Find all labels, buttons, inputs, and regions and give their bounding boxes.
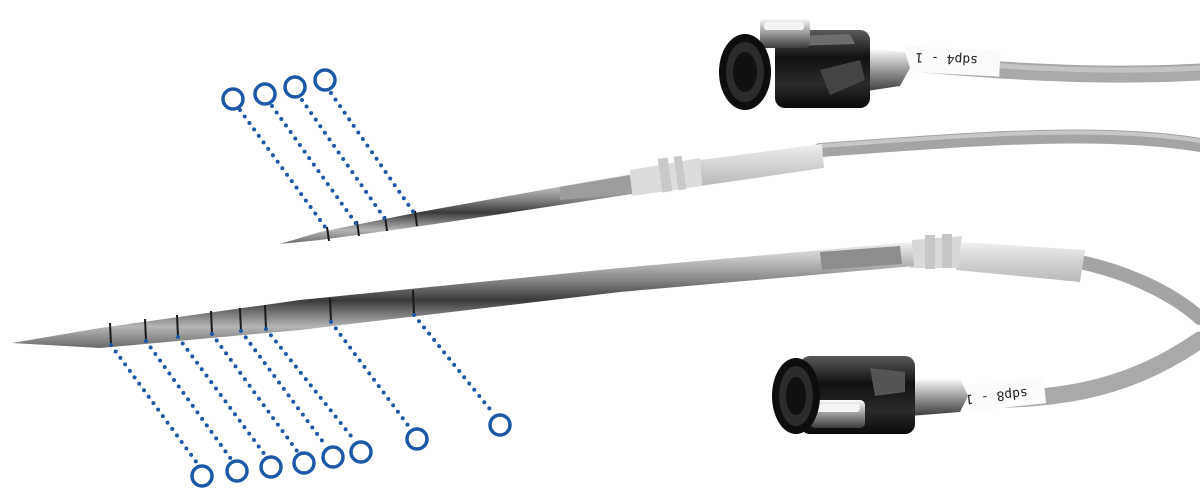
upper-connector: [719, 18, 910, 110]
lower-connector: [772, 356, 968, 434]
callout-lower-1: [109, 343, 214, 488]
callout-lower-6: [264, 327, 373, 464]
callout-lower-5: [239, 329, 345, 469]
callout-lower-8: [412, 313, 512, 437]
upper-connector-label: sdp4 - 1: [915, 49, 978, 67]
callout-lower-3: [176, 335, 283, 479]
upper-contact-callouts: [221, 68, 416, 233]
callout-lower-4: [210, 332, 316, 475]
lower-connector-label: sdp8 - 1: [965, 385, 1029, 406]
callout-lower-2: [144, 339, 249, 483]
callout-upper-1: [221, 87, 330, 233]
callout-upper-2: [253, 82, 359, 227]
lower-cable: sdp8 - 1: [951, 331, 1200, 413]
callout-upper-3: [283, 75, 387, 221]
lower-electrode: [12, 234, 1200, 348]
upper-cable: sdp4 - 1: [891, 45, 1200, 83]
upper-electrode: [280, 129, 1200, 244]
callout-upper-4: [313, 68, 416, 215]
callout-lower-7: [329, 320, 429, 451]
lower-contact-callouts: [109, 313, 512, 488]
